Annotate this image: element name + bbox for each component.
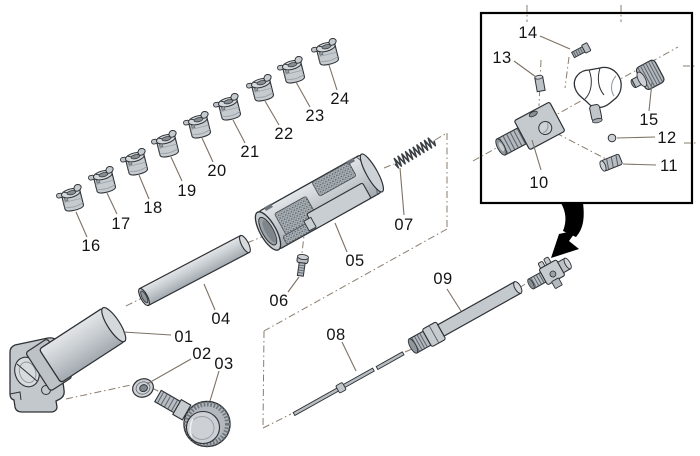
part-label-11: 11 [660, 157, 678, 175]
part-24-clip [309, 37, 342, 69]
part-label-13: 13 [492, 49, 511, 67]
part-label-19: 19 [177, 182, 196, 200]
part-label-23: 23 [305, 107, 324, 125]
part-18-clip [118, 147, 151, 179]
part-09-shaft [407, 280, 523, 354]
part-16-clip [54, 183, 87, 215]
part-03-knob [153, 389, 231, 448]
part-12-ball [607, 133, 617, 143]
part-04-tube [138, 234, 251, 307]
part-13-pin [534, 74, 546, 93]
part-11-insert [599, 153, 623, 172]
part-label-05: 05 [345, 252, 364, 270]
part-07-spring [393, 137, 437, 169]
part-label-01: 01 [174, 328, 193, 346]
part-19-clip [149, 129, 182, 161]
part-label-21: 21 [240, 143, 259, 161]
part-05-barrel [254, 153, 385, 251]
part-01-body-assembly [9, 306, 127, 413]
part-label-09: 09 [433, 270, 452, 288]
part-23-clip [275, 55, 308, 87]
part-label-14: 14 [518, 24, 537, 42]
part-label-22: 22 [274, 125, 293, 143]
part-label-02: 02 [192, 345, 211, 363]
part-06-screw [296, 253, 309, 277]
part-15-knob [630, 59, 665, 91]
part-label-24: 24 [330, 90, 349, 108]
part-label-16: 16 [81, 237, 100, 255]
part-label-08: 08 [326, 326, 345, 344]
detail-pointer-arrow [551, 203, 584, 258]
part-label-12: 12 [657, 129, 676, 147]
inset-detail-box [472, 5, 697, 205]
part-22-clip [244, 73, 277, 105]
part-label-10: 10 [529, 174, 548, 192]
cam-piece [573, 66, 622, 124]
part-14-screw [570, 42, 592, 59]
part-label-20: 20 [207, 162, 226, 180]
part-08-rod [292, 351, 405, 417]
part-21-clip [211, 92, 244, 124]
leader-lines [75, 35, 657, 402]
texture-panel [312, 162, 357, 197]
part-label-04: 04 [211, 310, 230, 328]
part-02-washer [132, 378, 154, 398]
part-label-17: 17 [111, 215, 130, 233]
part-label-03: 03 [214, 355, 233, 373]
assembled-adjuster [527, 256, 572, 290]
clip-parts-16-24 [54, 37, 342, 215]
part-label-18: 18 [143, 199, 162, 217]
part-label-15: 15 [639, 111, 658, 129]
part-17-clip [86, 165, 119, 197]
part-label-06: 06 [269, 292, 288, 310]
part-label-07: 07 [394, 216, 413, 234]
centerlines [65, 132, 531, 429]
part-20-clip [181, 110, 214, 142]
part-number-labels: 01 02 03 04 05 06 07 08 09 10 11 12 13 1… [81, 24, 678, 373]
part-10-anchor-block [495, 102, 565, 156]
